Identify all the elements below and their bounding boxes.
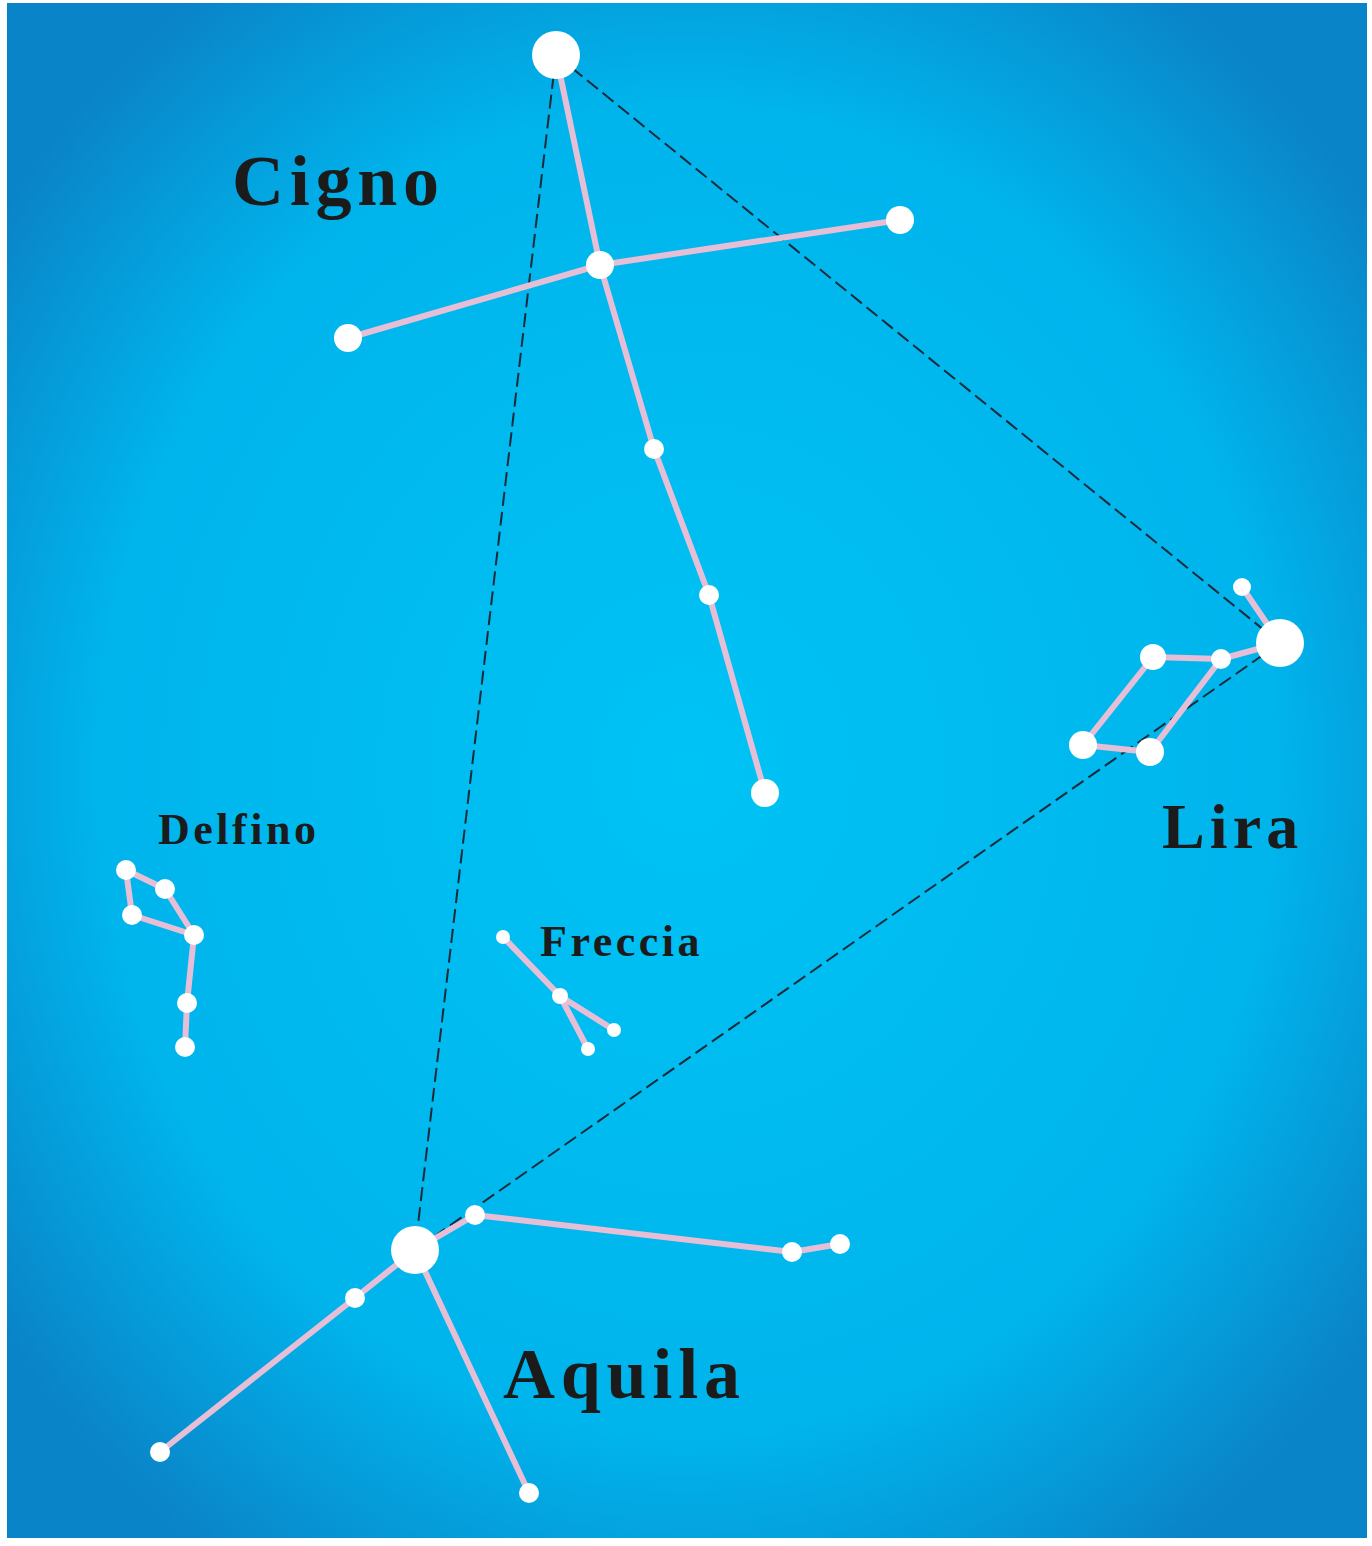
constellation-name: Freccia bbox=[540, 920, 703, 964]
constellation-name: Aquila bbox=[503, 1338, 746, 1410]
constellation-name: Lira bbox=[1162, 795, 1303, 859]
stars bbox=[116, 31, 1304, 1503]
constellation-lines bbox=[126, 55, 1280, 1493]
sky-background bbox=[7, 3, 1367, 1538]
summer-triangle bbox=[415, 55, 1280, 1250]
constellation-name: Cigno bbox=[232, 145, 445, 217]
constellation-name: Delfino bbox=[158, 808, 320, 852]
